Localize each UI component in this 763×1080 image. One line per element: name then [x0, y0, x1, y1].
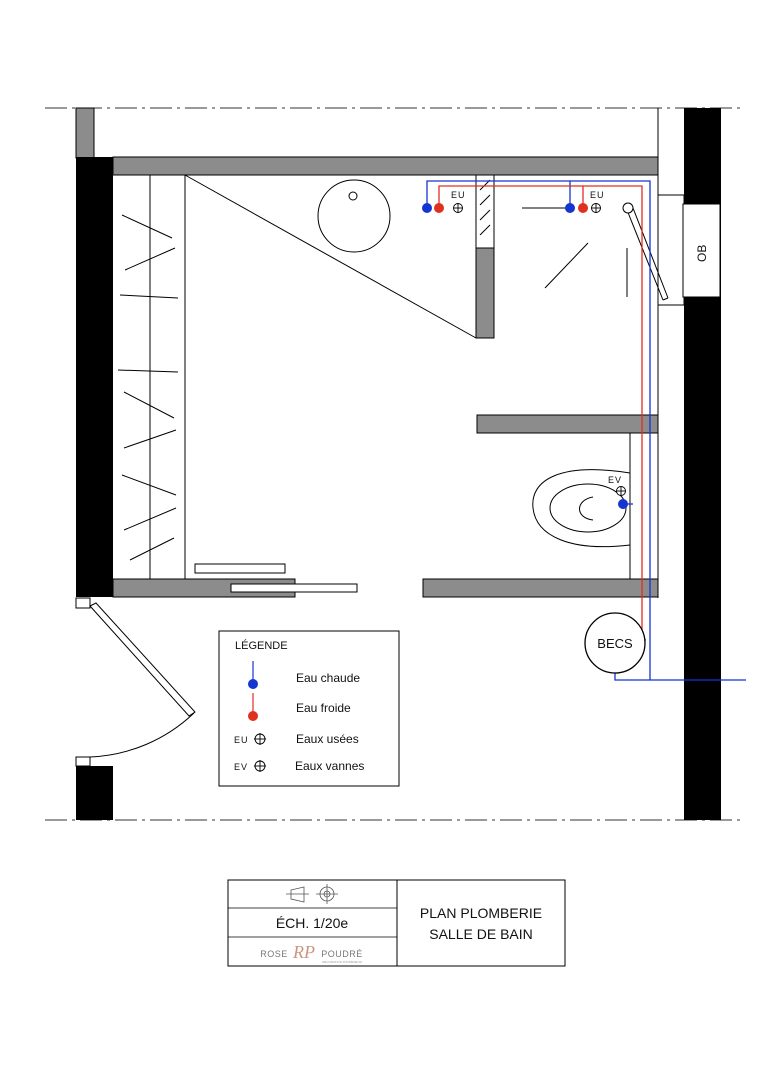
axis-lines	[45, 107, 740, 821]
legend-symbol-ev: EV	[234, 762, 248, 772]
entry-door	[75, 597, 196, 767]
cold-water-legend-icon	[248, 711, 258, 721]
scale-label: ÉCH. 1/20e	[276, 915, 349, 931]
legend-label-eu: Eaux usées	[296, 732, 359, 746]
title-block: ÉCH. 1/20e ROSE RP POUDRÉ DÉCORATION D'I…	[227, 879, 566, 967]
pipes	[426, 180, 746, 681]
cold-water-point	[434, 203, 444, 213]
projection-symbol-icon	[286, 884, 338, 904]
ev-legend-icon	[254, 760, 266, 772]
wall-left	[76, 157, 113, 597]
legend-label-cold: Eau froide	[296, 701, 351, 715]
brand-monogram: RP	[292, 942, 315, 962]
wardrobe	[117, 175, 186, 579]
brand-right: POUDRÉ	[321, 949, 363, 959]
brand-tagline: DÉCORATION D'INTÉRIEUR	[322, 959, 362, 964]
wall-left-bottom	[76, 766, 113, 820]
cold-water-point	[578, 203, 588, 213]
wall-top	[112, 156, 659, 176]
plan-title-line1: PLAN PLOMBERIE	[420, 905, 542, 921]
legend-symbol-eu: EU	[234, 735, 249, 745]
hot-water-point	[565, 203, 575, 213]
shower-partition	[475, 247, 495, 339]
ev-drain-icon	[616, 486, 626, 496]
water-heater: BECS	[584, 612, 646, 674]
eu-drain-icon	[453, 203, 463, 213]
shower-area	[184, 174, 628, 339]
window-label: OB	[695, 245, 709, 262]
eu-drain-icon	[591, 203, 601, 213]
wall-bottom-right	[422, 578, 659, 598]
pipe-endpoints	[422, 203, 628, 509]
wall-left-top-stub	[75, 107, 95, 159]
hot-water-legend-icon	[248, 679, 258, 689]
plan-title-line2: SALLE DE BAIN	[429, 926, 533, 942]
drain-symbols	[453, 203, 626, 496]
ev-label: EV	[608, 475, 622, 485]
eu-legend-icon	[254, 733, 266, 745]
brand-left: ROSE	[260, 949, 288, 959]
legend-title: LÉGENDE	[235, 639, 288, 652]
legend-label-hot: Eau chaude	[296, 671, 360, 685]
legend-label-ev: Eaux vannes	[295, 759, 364, 773]
washbasin	[317, 179, 391, 253]
eu-label: EU	[451, 190, 466, 200]
water-heater-label: BECS	[597, 636, 633, 651]
window: OB	[622, 194, 721, 306]
hot-water-point	[618, 499, 628, 509]
sliding-door	[194, 563, 358, 593]
hot-water-point	[422, 203, 432, 213]
toilet	[532, 469, 631, 548]
legend: LÉGENDE Eau chaude Eau froide EU Eaux us…	[218, 630, 400, 787]
eu-label: EU	[590, 190, 605, 200]
wc-partition-top	[476, 414, 659, 434]
